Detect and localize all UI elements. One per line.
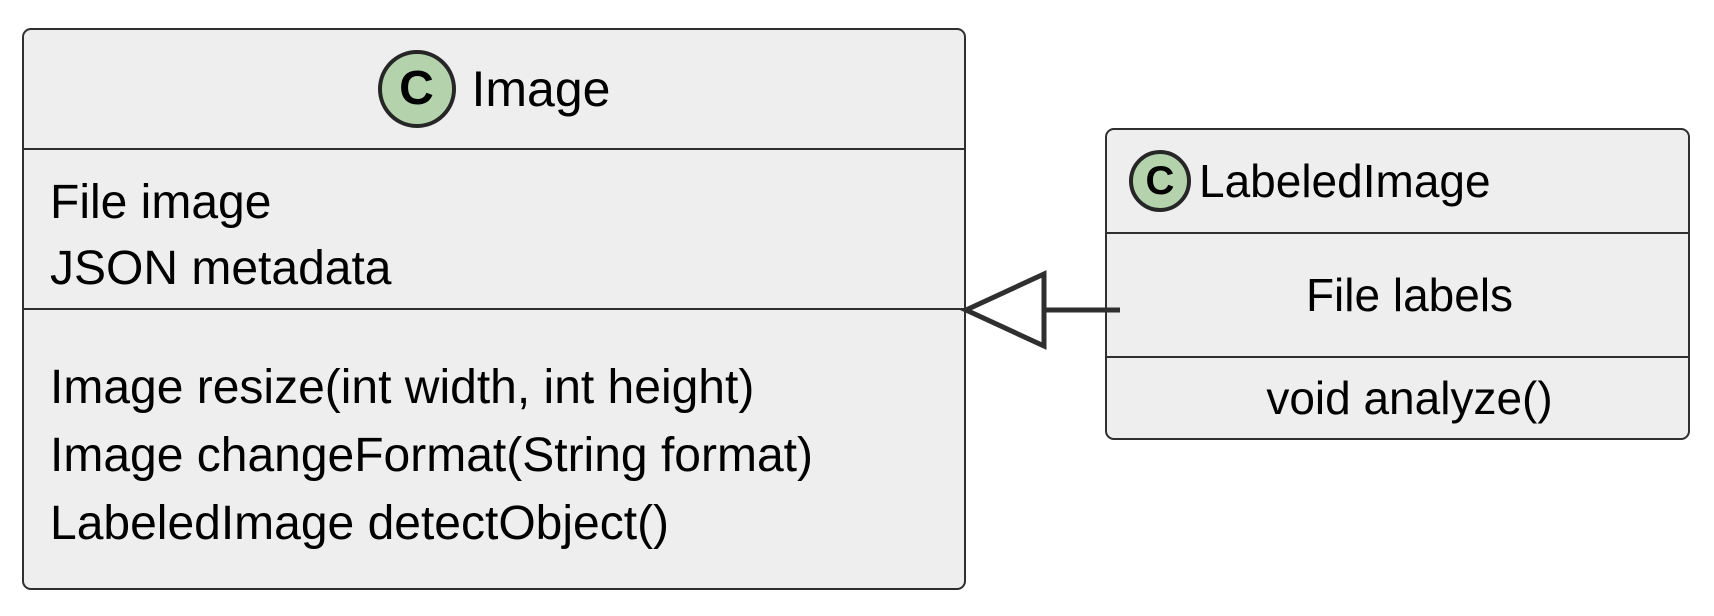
class-stereotype-icon: C bbox=[1129, 150, 1191, 212]
attributes-compartment-labeledimage: File labels bbox=[1107, 232, 1688, 356]
method-row: Image changeFormat(String format) bbox=[50, 429, 813, 482]
class-name-image: Image bbox=[471, 61, 611, 117]
class-name-labeledimage: LabeledImage bbox=[1199, 155, 1491, 207]
attribute-row: File labels bbox=[1305, 269, 1514, 321]
class-header-labeledimage: C LabeledImage bbox=[1107, 130, 1688, 232]
attribute-row: JSON metadata bbox=[50, 242, 392, 295]
method-row: void analyze() bbox=[1266, 372, 1553, 424]
hollow-triangle-arrowhead-icon bbox=[960, 270, 1047, 350]
attribute-row: File image bbox=[50, 176, 272, 229]
class-stereotype-icon: C bbox=[377, 50, 456, 128]
method-row: LabeledImage detectObject() bbox=[50, 497, 670, 550]
class-header-image: C Image bbox=[24, 30, 964, 148]
attributes-compartment-image: File image JSON metadata bbox=[24, 148, 964, 308]
methods-compartment-labeledimage: void analyze() bbox=[1107, 356, 1688, 438]
class-box-labeledimage[interactable]: C LabeledImage File labels void analyze(… bbox=[1105, 128, 1690, 440]
class-box-image[interactable]: C Image File image JSON metadata Image r… bbox=[22, 28, 966, 590]
method-row: Image resize(int width, int height) bbox=[50, 361, 755, 414]
generalization-connector bbox=[960, 270, 1120, 350]
methods-compartment-image: Image resize(int width, int height) Imag… bbox=[24, 308, 964, 586]
